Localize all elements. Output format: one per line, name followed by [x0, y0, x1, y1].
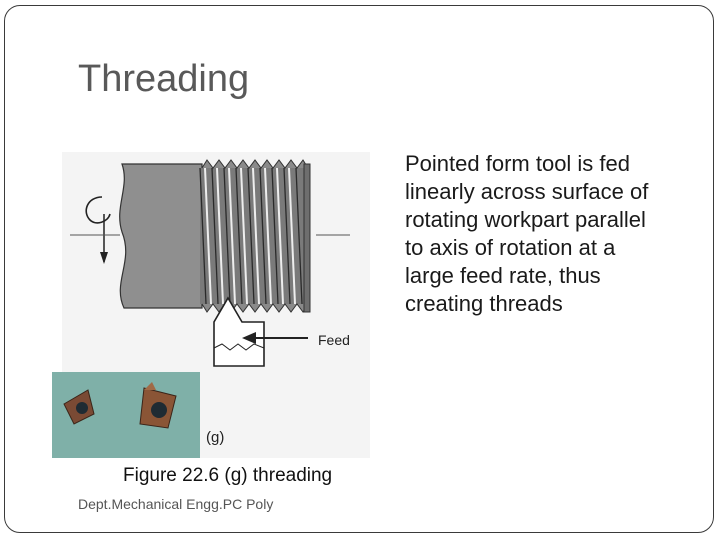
- insert-photo: [52, 372, 200, 458]
- workpart-illustration: [120, 160, 310, 312]
- slide-title: Threading: [78, 58, 249, 101]
- footer-text: Dept.Mechanical Engg.PC Poly: [78, 496, 273, 512]
- threading-figure: Feed (g): [52, 152, 370, 458]
- figure-caption: Figure 22.6 (g) threading: [123, 465, 332, 487]
- body-text: Pointed form tool is fed linearly across…: [405, 150, 660, 318]
- feed-label: Feed: [318, 332, 350, 348]
- figure-panel-label: (g): [206, 429, 224, 446]
